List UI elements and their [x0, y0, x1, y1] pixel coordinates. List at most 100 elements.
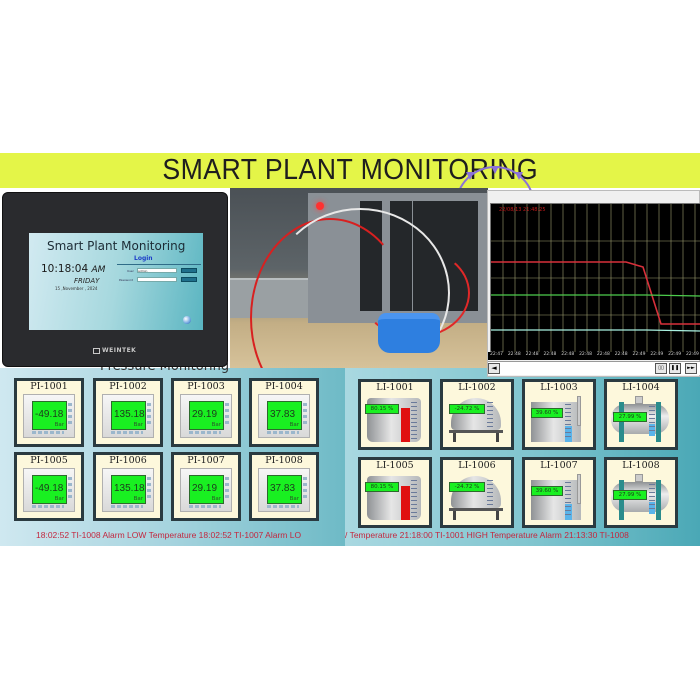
gauge-unit: Bar — [54, 496, 64, 502]
horizontal-tank-icon: 27.99 % — [611, 396, 669, 442]
vertical-tank-icon: 80.15 % — [365, 396, 423, 442]
trend-controls: ◄ ▯▯ ❚❚ ►► — [488, 361, 700, 375]
x-tick: 22:48 — [596, 352, 610, 357]
status-led-icon — [316, 202, 324, 210]
gauge-value: -49.18 — [35, 483, 64, 494]
horizontal-tank-icon: 27.99 % — [611, 474, 669, 520]
level-tank-card[interactable]: LI-1007 39.60 % — [522, 457, 596, 528]
level-tank-card[interactable]: LI-1005 80.15 % — [358, 457, 432, 528]
x-tick: 22:49 — [650, 352, 664, 357]
tank-value: -24.72 % — [449, 404, 485, 414]
password-input[interactable] — [137, 277, 177, 282]
tank-value: 39.60 % — [531, 408, 563, 418]
x-tick: 22:49 — [668, 352, 682, 357]
x-tick: 22:48 — [525, 352, 539, 357]
level-tank-card[interactable]: LI-1006 -24.72 % — [440, 457, 514, 528]
alarm-ticker-pressure: 18:02:52 TI-1008 Alarm LOW Temperature 1… — [36, 530, 302, 540]
brand-logo: WEINTEK — [93, 347, 136, 354]
weintek-logo-icon — [93, 347, 100, 354]
gauge-tag: PI-1005 — [30, 455, 68, 466]
x-tick: 22:48 — [507, 352, 521, 357]
hold-button[interactable]: ▯▯ — [655, 363, 667, 374]
level-tank-card[interactable]: LI-1001 80.15 % — [358, 379, 432, 450]
tank-tag: LI-1002 — [458, 382, 496, 393]
user-select[interactable]: admin — [137, 268, 177, 273]
scroll-left-button[interactable]: ◄ — [488, 363, 500, 374]
clock-date: 15 ,November , 2024 — [55, 286, 98, 291]
x-tick: 22:48 — [543, 352, 557, 357]
gauge-unit: Bar — [289, 422, 299, 428]
login-divider — [117, 264, 201, 265]
pause-button[interactable]: ❚❚ — [669, 363, 681, 374]
x-tick: 22:48 — [614, 352, 628, 357]
plc-hardware-photo — [230, 188, 488, 368]
gauge-unit: Bar — [133, 422, 143, 428]
x-tick: 22:48 — [579, 352, 593, 357]
level-tank-card[interactable]: LI-1004 27.99 % — [604, 379, 678, 450]
vertical-tank-icon: 80.15 % — [365, 474, 423, 520]
silo-tank-icon: -24.72 % — [447, 396, 505, 442]
x-tick: 22:48 — [561, 352, 575, 357]
gauge-value: 29.19 — [192, 409, 218, 420]
x-tick: 22:47 — [490, 352, 503, 357]
tank-tag: LI-1001 — [376, 382, 414, 393]
arrow-icon — [515, 172, 523, 180]
fast-forward-button[interactable]: ►► — [685, 363, 697, 374]
title-banner: SMART PLANT MONITORING — [0, 153, 700, 188]
tank-tag: LI-1003 — [540, 382, 578, 393]
gauge-value: 135.18 — [114, 483, 145, 494]
tank-tag: LI-1004 — [622, 382, 660, 393]
rect-tank-icon: 39.60 % — [529, 474, 587, 520]
user-label: User — [127, 269, 134, 273]
gauge-value: 135.18 — [114, 409, 145, 420]
silo-tank-icon: -24.72 % — [447, 474, 505, 520]
tank-value: 80.15 % — [365, 482, 399, 492]
gauge-tag: PI-1008 — [265, 455, 303, 466]
brand-name: WEINTEK — [102, 347, 137, 354]
tank-tag: LI-1008 — [622, 460, 660, 471]
login-button[interactable] — [181, 268, 197, 273]
gauge-unit: Bar — [211, 422, 221, 428]
x-tick: 22:49 — [632, 352, 646, 357]
gauge-tag: PI-1006 — [109, 455, 147, 466]
level-tank-card[interactable]: LI-1003 39.60 % — [522, 379, 596, 450]
level-tank-card[interactable]: LI-1002 -24.72 % — [440, 379, 514, 450]
tank-value: 27.99 % — [613, 490, 647, 500]
gauge-unit: Bar — [133, 496, 143, 502]
trend-plot-area: 22/08/13 21:48:25 — [490, 203, 700, 354]
tank-value: -24.72 % — [449, 482, 485, 492]
gauge-value: 37.83 — [270, 409, 296, 420]
arrow-icon — [466, 172, 474, 180]
hmi-device: Smart Plant Monitoring 10:18:04 AM FRIDA… — [2, 192, 228, 367]
hmi-title: Smart Plant Monitoring — [47, 239, 186, 253]
clock-day: FRIDAY — [74, 277, 100, 285]
trend-x-axis: 22:47 22:48 22:48 22:48 22:48 22:48 22:4… — [488, 352, 700, 360]
gauge-value: -49.18 — [35, 409, 64, 420]
alarm-ticker-level: / Temperature 21:18:00 TI-1001 HIGH Temp… — [345, 530, 629, 540]
tank-value: 27.99 % — [613, 412, 647, 422]
rect-tank-icon: 39.60 % — [529, 396, 587, 442]
hmi-screen: Smart Plant Monitoring 10:18:04 AM FRIDA… — [29, 233, 203, 330]
trend-chart: 22/08/13 21:48:25 22:47 22:48 22:48 22:4… — [487, 190, 700, 377]
level-tank-card[interactable]: LI-1008 27.99 % — [604, 457, 678, 528]
gauge-tag: PI-1003 — [187, 381, 225, 392]
logout-button[interactable] — [181, 277, 197, 282]
globe-icon[interactable] — [183, 316, 191, 324]
